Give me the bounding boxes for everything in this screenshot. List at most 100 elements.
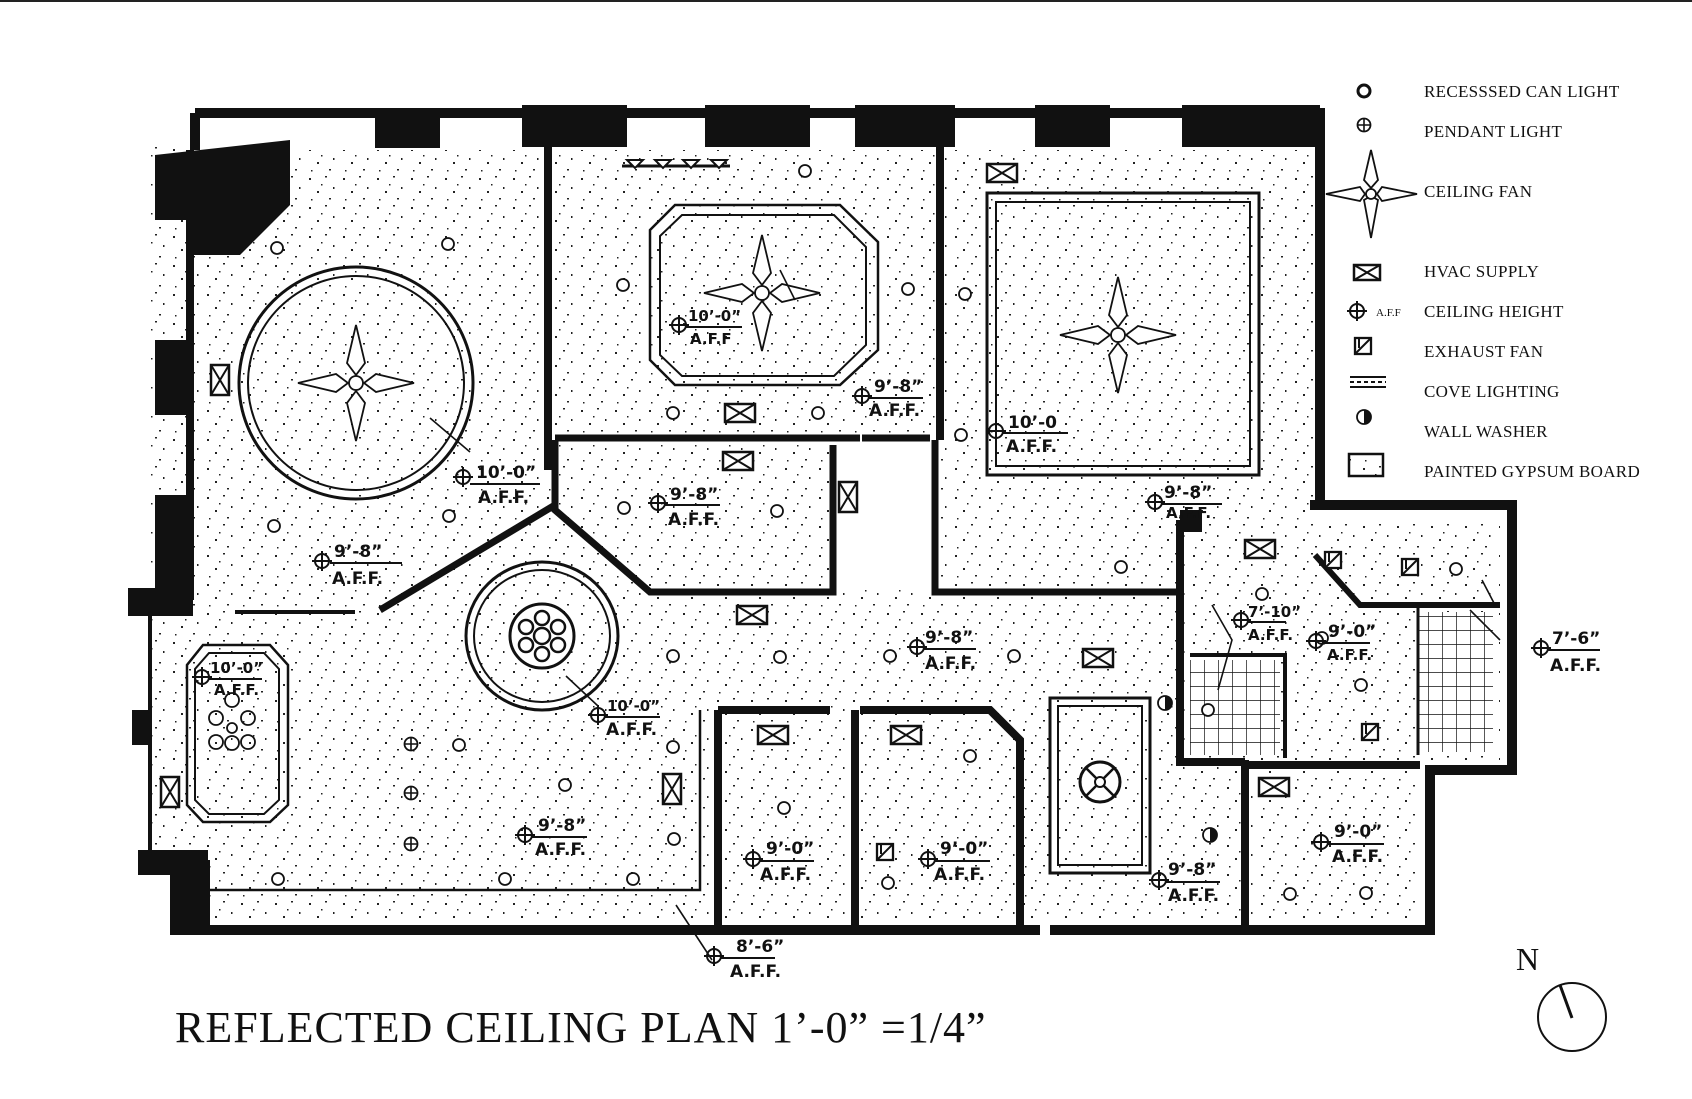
- legend-item-ceiling-fan: CEILING FAN: [1325, 149, 1532, 239]
- svg-text:9’-8”: 9’-8”: [1168, 860, 1216, 880]
- cove-light-track: [622, 159, 730, 170]
- svg-text:9’-8”: 9’-8”: [925, 628, 973, 648]
- exhaust-fan-icon: [1353, 336, 1373, 356]
- svg-text:PENDANT LIGHT: PENDANT LIGHT: [1424, 122, 1562, 141]
- legend: RECESSSED CAN LIGHT PENDANT LIGHT CEILIN…: [1325, 82, 1640, 481]
- svg-text:7’-6”: 7’-6”: [1552, 629, 1600, 649]
- svg-text:EXHAUST FAN: EXHAUST FAN: [1424, 342, 1543, 361]
- svg-text:A.F.F.: A.F.F.: [730, 962, 781, 982]
- leader-lines: [429, 269, 1501, 961]
- legend-item-wall-washer: WALL WASHER: [1356, 409, 1548, 441]
- height-label-west-tray: 10’-0” A.F.F.: [191, 659, 263, 699]
- bedroom-tray: [985, 191, 1261, 477]
- height-label-bath: 9’-0” A.F.F.: [1305, 622, 1376, 664]
- height-label-living-room: 9’-8” A.F.F.: [311, 542, 402, 589]
- svg-text:A.F.F.: A.F.F.: [1006, 437, 1057, 457]
- height-label-porch: 8’-6” A.F.F.: [703, 937, 784, 982]
- svg-text:9’-0”: 9’-0”: [1328, 622, 1376, 642]
- cove-lighting-icon: [1350, 376, 1386, 388]
- svg-text:9’-8”: 9’-8”: [874, 377, 922, 397]
- svg-text:9’-8”: 9’-8”: [670, 485, 718, 505]
- svg-text:A.F.F.: A.F.F.: [535, 840, 586, 860]
- svg-text:A.F.F.: A.F.F.: [332, 569, 383, 589]
- svg-text:A.F.F.: A.F.F.: [925, 654, 976, 674]
- svg-text:A.F.F.: A.F.F.: [478, 488, 529, 508]
- svg-text:CEILING HEIGHT: CEILING HEIGHT: [1424, 302, 1564, 321]
- height-label-foyer-dome: 10’-0” A.F.F.: [587, 697, 660, 740]
- height-label-dining-tray: 10’-0” A.F.F: [668, 307, 742, 348]
- svg-text:9’-0”: 9’-0”: [766, 839, 814, 859]
- svg-text:10’-0”: 10’-0”: [476, 463, 536, 483]
- svg-text:A.F.F.: A.F.F.: [606, 720, 657, 740]
- svg-text:A.F.F.: A.F.F.: [1332, 847, 1383, 867]
- svg-text:A.F.F.: A.F.F.: [934, 865, 985, 885]
- wall-washer-icon: [1356, 409, 1372, 425]
- svg-text:8’-6”: 8’-6”: [736, 937, 784, 957]
- height-label-kitchen: 9’-8” A.F.F.: [1148, 860, 1220, 906]
- height-label-se-room: 9’-0” A.F.F.: [1310, 822, 1384, 867]
- svg-text:7’-10”: 7’-10”: [1248, 603, 1301, 621]
- hvac-supply-icon: [1352, 263, 1382, 282]
- height-label-west: 9’-8” A.F.F.: [514, 816, 587, 860]
- painted-gypsum-board-icon: [1347, 452, 1385, 478]
- svg-text:9’-8”: 9’-8”: [1164, 483, 1212, 503]
- legend-item-cove-lighting: COVE LIGHTING: [1350, 376, 1560, 401]
- svg-text:A.F.F: A.F.F: [1376, 307, 1401, 319]
- foyer-dome: [464, 560, 620, 712]
- height-label-corridor: 9’-8” A.F.F.: [906, 628, 976, 674]
- svg-text:A.F.F.: A.F.F.: [1550, 656, 1601, 676]
- living-room-dome: [237, 265, 475, 501]
- svg-text:A.F.F.: A.F.F.: [869, 401, 920, 421]
- legend-item-hvac-supply: HVAC SUPPLY: [1352, 262, 1539, 282]
- svg-text:COVE LIGHTING: COVE LIGHTING: [1424, 382, 1560, 401]
- svg-text:9’-0”: 9’-0”: [940, 839, 988, 859]
- legend-item-recessed-can-light: RECESSSED CAN LIGHT: [1356, 82, 1620, 101]
- svg-text:A.F.F.: A.F.F.: [1168, 886, 1219, 906]
- legend-item-painted-gypsum-board: PAINTED GYPSUM BOARD: [1347, 452, 1640, 481]
- svg-text:A.F.F.: A.F.F.: [1327, 646, 1372, 664]
- svg-text:10’-0: 10’-0: [1008, 413, 1057, 433]
- svg-text:HVAC SUPPLY: HVAC SUPPLY: [1424, 262, 1539, 281]
- svg-text:A.F.F.: A.F.F.: [1166, 504, 1211, 522]
- svg-text:WALL WASHER: WALL WASHER: [1424, 422, 1548, 441]
- height-label-living-dome: 10’-0” A.F.F.: [452, 463, 540, 508]
- legend-item-pendant-light: PENDANT LIGHT: [1356, 117, 1562, 141]
- pendant-light-icon: [1356, 117, 1372, 133]
- plan-title: REFLECTED CEILING PLAN 1’-0” =1/4”: [175, 1003, 987, 1052]
- height-label-shower: 7’-10” A.F.F.: [1230, 603, 1301, 644]
- height-label-dining-room: 9’-8” A.F.F.: [851, 377, 923, 421]
- legend-item-exhaust-fan: EXHAUST FAN: [1353, 336, 1543, 361]
- svg-text:9’-0”: 9’-0”: [1334, 822, 1382, 842]
- height-label-bedroom: 9’-8” A.F.F.: [1144, 483, 1222, 522]
- kitchen-tray: [1048, 696, 1152, 875]
- svg-text:PAINTED GYPSUM BOARD: PAINTED GYPSUM BOARD: [1424, 462, 1640, 481]
- svg-text:10’-0”: 10’-0”: [688, 307, 741, 325]
- ceiling-fan-icon: [1325, 149, 1418, 239]
- legend-item-ceiling-height: A.F.F CEILING HEIGHT: [1346, 300, 1564, 322]
- height-label-hall: 9’-8” A.F.F.: [647, 485, 720, 530]
- svg-text:A.F.F: A.F.F: [690, 330, 732, 348]
- height-label-closet2: 9’-0” A.F.F.: [917, 839, 990, 885]
- svg-text:9’-8”: 9’-8”: [538, 816, 586, 836]
- exterior-wall-blocks: [128, 105, 1320, 935]
- west-octagon-tray: [185, 643, 290, 824]
- height-label-bedroom-tray: 10’-0 A.F.F.: [985, 413, 1068, 457]
- height-label-closet1: 9’-0” A.F.F.: [742, 839, 814, 885]
- svg-text:CEILING FAN: CEILING FAN: [1424, 182, 1532, 201]
- floor-plan-fills: [150, 140, 1500, 920]
- svg-text:10’-0”: 10’-0”: [607, 697, 660, 715]
- svg-text:9’-8”: 9’-8”: [334, 542, 382, 562]
- north-arrow-icon: [1537, 982, 1607, 1052]
- svg-text:10’-0”: 10’-0”: [210, 659, 263, 677]
- height-label-bath-ext: 7’-6” A.F.F.: [1530, 629, 1601, 676]
- svg-text:RECESSSED CAN LIGHT: RECESSSED CAN LIGHT: [1424, 82, 1620, 101]
- svg-text:A.F.F.: A.F.F.: [760, 865, 811, 885]
- dining-octagon-tray: [648, 203, 880, 387]
- svg-text:A.F.F.: A.F.F.: [1248, 626, 1293, 644]
- north-label: N: [1516, 941, 1539, 977]
- recessed-can-light-icon: [1356, 83, 1372, 99]
- svg-text:A.F.F.: A.F.F.: [214, 681, 259, 699]
- svg-text:A.F.F.: A.F.F.: [668, 510, 719, 530]
- ceiling-height-icon: [1346, 300, 1368, 322]
